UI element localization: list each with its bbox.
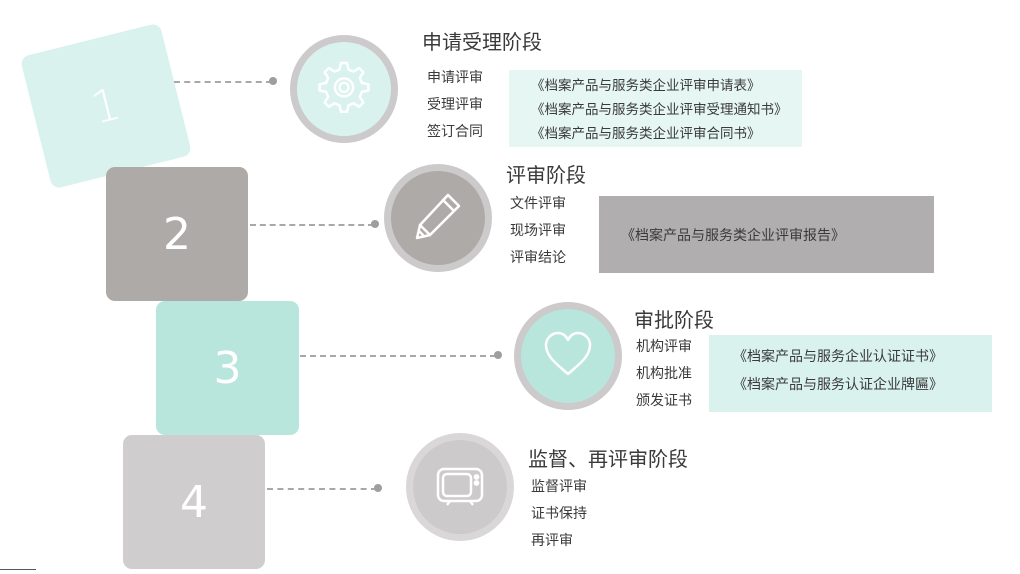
stage-1-title: 申请受理阶段: [422, 30, 542, 54]
stage-3-document-2: 《档案产品与服务认证企业牌匾》: [733, 377, 943, 393]
stage-3-connector-dot: [494, 351, 502, 359]
stage-1-documents: 《档案产品与服务类企业评审申请表》 《档案产品与服务类企业评审受理通知书》 《档…: [509, 70, 802, 147]
stage-4-number: 4: [180, 476, 208, 528]
stage-1-document-1: 《档案产品与服务类企业评审申请表》: [531, 78, 761, 94]
stage-2-number: 2: [163, 208, 191, 260]
stage-3-number: 3: [213, 342, 242, 394]
stage-1-document-3: 《档案产品与服务类企业评审合同书》: [531, 126, 761, 142]
monitor-icon: [430, 455, 490, 519]
stage-2-documents: 《档案产品与服务类企业评审报告》: [599, 196, 934, 273]
stage-4-number-tile: 4: [123, 435, 265, 569]
stage-4-connector-dot: [374, 484, 382, 492]
stage-1-icon-ring: [290, 35, 398, 143]
stage-4-step-3: 再评审: [531, 533, 573, 549]
stage-4-step-2: 证书保持: [531, 506, 587, 522]
stage-2-document-1: 《档案产品与服务类企业评审报告》: [621, 227, 845, 244]
stage-1-step-2: 受理评审: [427, 97, 483, 113]
stage-3-step-1: 机构评审: [636, 339, 692, 355]
stage-2-steps: 文件评审 现场评审 评审结论: [510, 191, 566, 272]
pencil-icon: [408, 186, 468, 250]
stage-3-number-tile: 3: [156, 301, 299, 435]
stage-3-steps: 机构评审 机构批准 颁发证书: [636, 334, 692, 415]
stage-1-number: 1: [86, 77, 126, 135]
corner-divider: [0, 569, 36, 570]
stage-2-connector-dot: [371, 220, 379, 228]
stage-3-step-2: 机构批准: [636, 366, 692, 382]
stage-2-step-1: 文件评审: [510, 196, 566, 212]
stage-4-step-1: 监督评审: [531, 479, 587, 495]
stage-4-title: 监督、再评审阶段: [528, 447, 688, 471]
stage-1-step-3: 签订合同: [427, 124, 483, 140]
stage-3-title: 审批阶段: [634, 308, 714, 332]
stage-2-step-2: 现场评审: [510, 223, 566, 239]
stage-1-step-1: 申请评审: [427, 70, 483, 86]
stage-4-icon-ring: [406, 433, 514, 541]
stage-3-connector: [300, 355, 496, 357]
stage-3-document-1: 《档案产品与服务企业认证证书》: [733, 349, 943, 365]
stage-1-steps: 申请评审 受理评审 签订合同: [427, 65, 483, 146]
stage-1-document-2: 《档案产品与服务类企业评审受理通知书》: [531, 102, 788, 118]
stage-3-documents: 《档案产品与服务企业认证证书》 《档案产品与服务认证企业牌匾》: [709, 335, 992, 412]
stage-1-connector: [174, 81, 272, 83]
stage-2-title: 评审阶段: [506, 163, 586, 187]
stage-3-step-3: 颁发证书: [636, 393, 692, 409]
stage-2-number-tile: 2: [106, 167, 248, 301]
stage-4-steps: 监督评审 证书保持 再评审: [531, 474, 587, 555]
stage-4-connector: [267, 488, 377, 490]
stage-1-number-tile: 1: [19, 22, 193, 190]
stage-2-step-3: 评审结论: [510, 250, 566, 266]
stage-1-connector-dot: [269, 77, 277, 85]
heart-icon: [538, 324, 598, 388]
stage-2-icon-ring: [384, 164, 492, 272]
stage-2-connector: [250, 224, 374, 226]
stage-3-icon-ring: [514, 302, 622, 410]
gear-icon: [314, 57, 374, 121]
